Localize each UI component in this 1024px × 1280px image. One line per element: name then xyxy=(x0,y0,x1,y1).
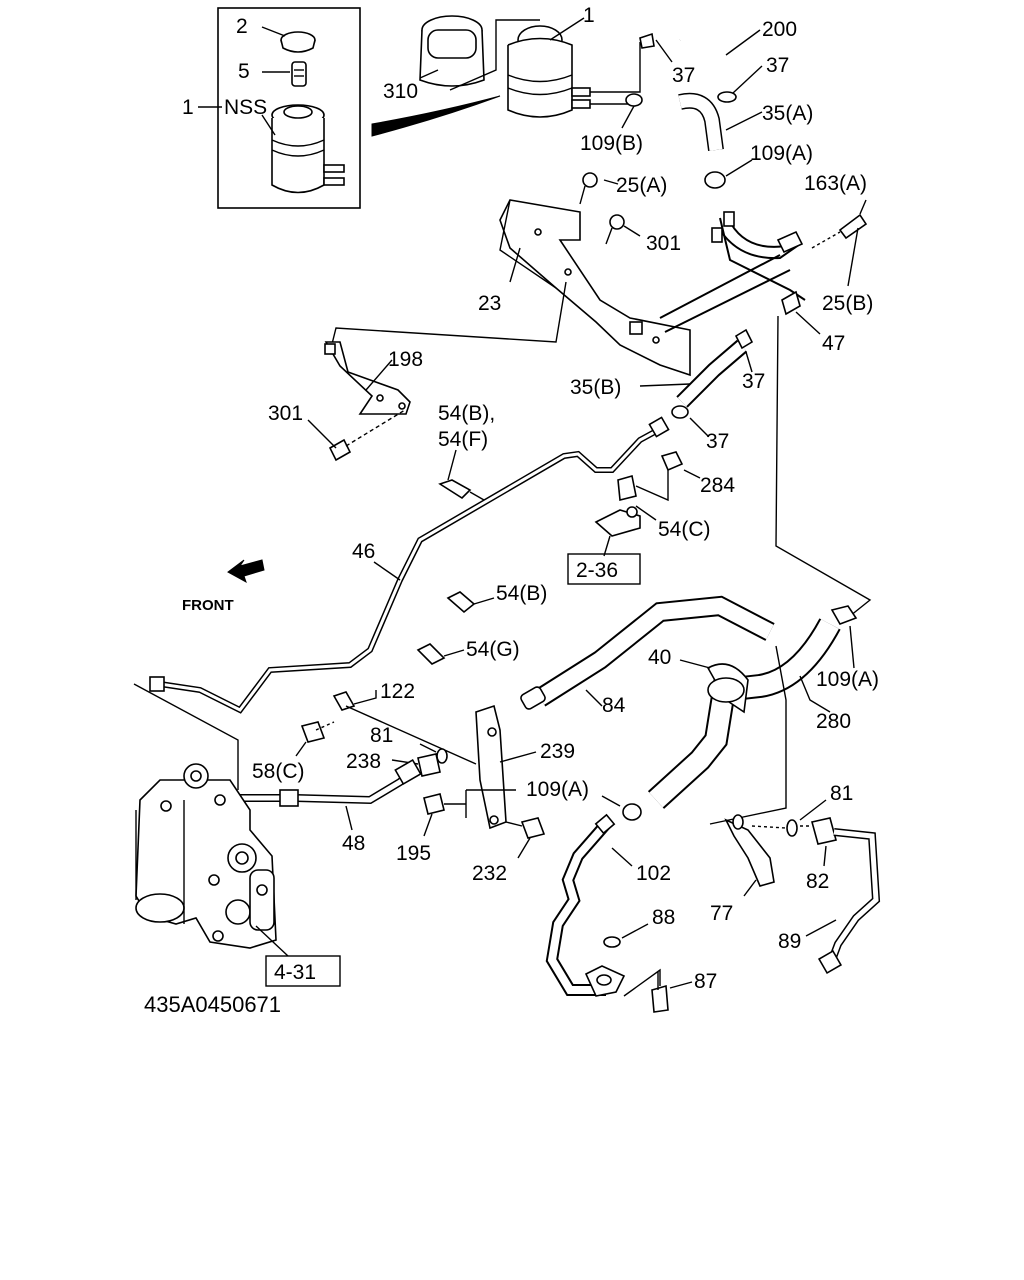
label-195: 195 xyxy=(396,842,431,865)
upper-hoses: 37 200 37 35(A) 109(B) 109(A) xyxy=(580,18,813,189)
label-239: 239 xyxy=(540,740,575,763)
label-35a: 35(A) xyxy=(762,102,813,125)
pipe-48: 48 xyxy=(230,758,422,855)
label-82: 82 xyxy=(806,870,829,893)
label-37-top: 37 xyxy=(672,64,695,87)
label-301-upper: 301 xyxy=(646,232,681,255)
inset-nss-tag: NSS xyxy=(224,96,267,119)
label-54bf-line1: 54(B), xyxy=(438,402,495,425)
inset-part-5: 5 xyxy=(238,60,250,83)
hose-35b: 37 35(B) 37 xyxy=(570,328,765,453)
inset-callout-1: 1 xyxy=(182,96,194,119)
label-25b: 25(B) xyxy=(822,292,873,315)
label-89: 89 xyxy=(778,930,801,953)
label-310: 310 xyxy=(383,80,418,103)
label-25a: 25(A) xyxy=(616,174,667,197)
label-109a-lower: 109(A) xyxy=(526,778,589,801)
label-47: 47 xyxy=(822,332,845,355)
label-40: 40 xyxy=(648,646,671,669)
label-58c: 58(C) xyxy=(252,760,305,783)
drawing-code: 435A0450671 xyxy=(144,992,281,1017)
label-109b: 109(B) xyxy=(580,132,643,155)
ref-4-31: 4-31 xyxy=(274,961,316,984)
return-hoses: 40 84 109(A) 280 109(A) xyxy=(520,595,879,821)
label-81-right: 81 xyxy=(830,782,853,805)
label-109a-top: 109(A) xyxy=(750,142,813,165)
label-87: 87 xyxy=(694,970,717,993)
front-indicator: FRONT xyxy=(182,559,265,614)
label-37-hose: 37 xyxy=(766,54,789,77)
bracket-198: 198 301 xyxy=(268,341,423,462)
label-37-mid: 37 xyxy=(706,430,729,453)
label-102: 102 xyxy=(636,862,671,885)
front-label: FRONT xyxy=(182,597,234,614)
label-232: 232 xyxy=(472,862,507,885)
gear-bracket-239: 122 81 239 238 58(C) 195 232 xyxy=(252,680,575,885)
label-284: 284 xyxy=(700,474,735,497)
pipe-clips: 54(B), 54(F) 54(B) 54(G) 284 54(C) xyxy=(416,402,735,665)
label-46: 46 xyxy=(352,540,375,563)
label-198: 198 xyxy=(388,348,423,371)
label-23: 23 xyxy=(478,292,501,315)
ref-box-4-31: 4-31 xyxy=(265,955,341,987)
label-48: 48 xyxy=(342,832,365,855)
label-54g: 54(G) xyxy=(466,638,520,661)
label-238: 238 xyxy=(346,750,381,773)
ref-box-2-36: 2-36 xyxy=(567,553,641,585)
label-1: 1 xyxy=(583,4,595,27)
label-280: 280 xyxy=(816,710,851,733)
pipe-bracket-assembly: 25(A) 163(A) 301 25(B) 23 47 xyxy=(329,172,873,617)
reservoir-inset: 2 5 1 NSS xyxy=(182,7,361,209)
label-200: 200 xyxy=(762,18,797,41)
pipe-46: 46 xyxy=(133,416,670,790)
label-37-right: 37 xyxy=(742,370,765,393)
label-88: 88 xyxy=(652,906,675,929)
steering-gear xyxy=(135,763,289,957)
pipe-89-assembly: 81 82 77 89 xyxy=(709,645,881,975)
reservoir-assembly: 310 1 xyxy=(371,4,641,137)
label-54b: 54(B) xyxy=(496,582,547,605)
pipe-102: 102 88 87 xyxy=(545,813,717,1013)
label-81-left: 81 xyxy=(370,724,393,747)
label-54c: 54(C) xyxy=(658,518,711,541)
label-122: 122 xyxy=(380,680,415,703)
label-84: 84 xyxy=(602,694,626,717)
label-35b: 35(B) xyxy=(570,376,621,399)
label-301-lower: 301 xyxy=(268,402,303,425)
ref-2-36: 2-36 xyxy=(576,559,618,582)
label-109a-right: 109(A) xyxy=(816,668,879,691)
label-163a: 163(A) xyxy=(804,172,867,195)
label-54bf-line2: 54(F) xyxy=(438,428,488,451)
inset-part-2: 2 xyxy=(236,15,248,38)
label-77: 77 xyxy=(710,902,733,925)
